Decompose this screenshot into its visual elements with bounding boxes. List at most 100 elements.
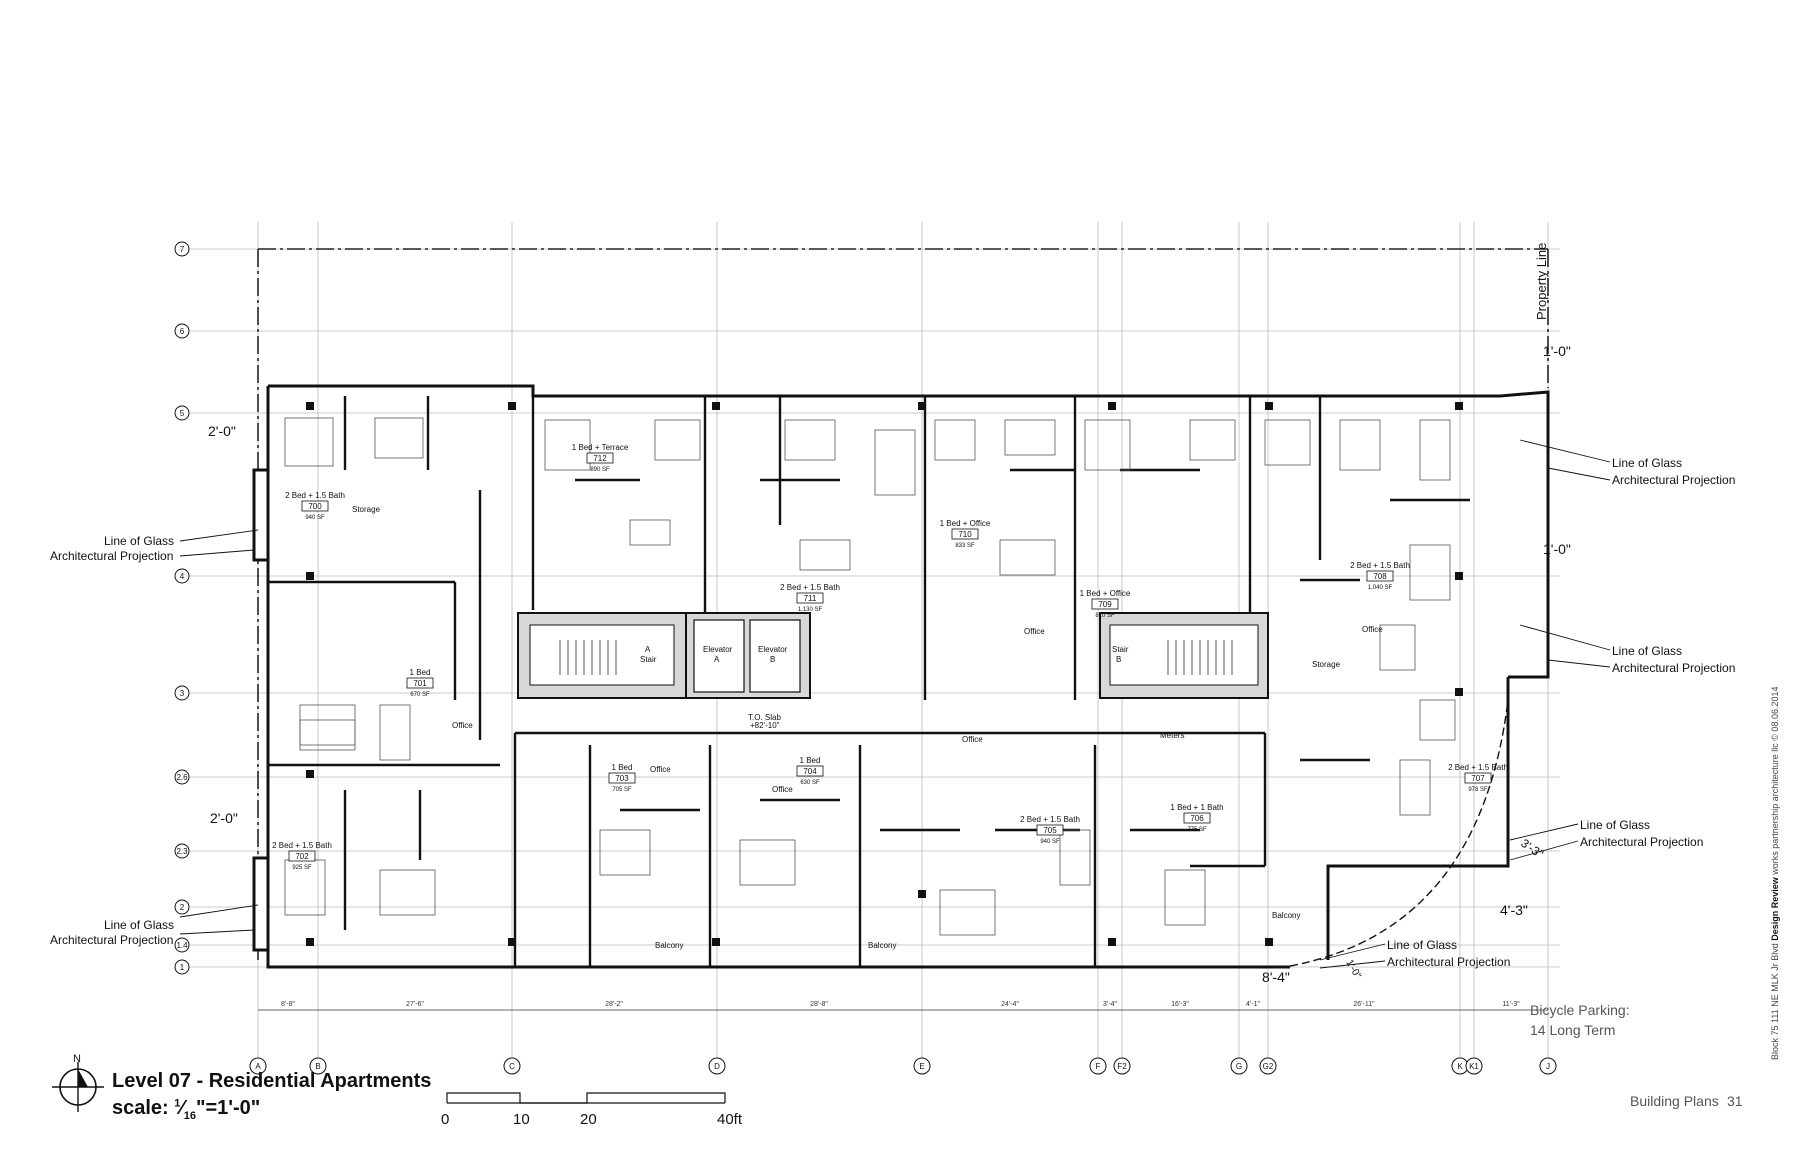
bottom-dimension-label: 3'-4" <box>1103 1001 1117 1008</box>
unit-type: 1 Bed + Office <box>940 519 991 528</box>
storage-label-east: Storage <box>1312 660 1341 669</box>
glass-label-right-1: Line of Glass <box>1612 456 1682 470</box>
row-bubble <box>174 241 190 257</box>
unit-number-box <box>1036 824 1064 836</box>
scale-bar-0: 0 <box>441 1111 449 1128</box>
elevator-a-label: Elevator <box>703 645 733 654</box>
balcony-label-706: Balcony <box>1272 911 1300 920</box>
unit-number: 704 <box>803 767 817 776</box>
column-bubble <box>708 1057 726 1075</box>
office-label-710: Office <box>1024 627 1045 636</box>
unit-type: 1 Bed + 1 Bath <box>1170 803 1223 812</box>
unit-number-box <box>406 677 434 689</box>
glass-label-right-3: Line of Glass <box>1580 818 1650 832</box>
elevator-b-label: Elevator <box>758 645 788 654</box>
row-bubble-label: 2.6 <box>176 773 188 782</box>
elevator-b-letter: B <box>770 655 775 664</box>
unit-area: 775 SF <box>1187 827 1207 833</box>
north-arrow-icon: N <box>52 1053 104 1112</box>
unit-number-box <box>288 850 316 862</box>
row-bubble <box>174 405 190 421</box>
unit-type: 1 Bed <box>410 668 431 677</box>
unit-number: 703 <box>615 774 629 783</box>
bottom-dimension-label: 27'-6" <box>406 1001 424 1008</box>
office-label-705: Office <box>962 735 983 744</box>
dim-right-1: 1'-0" <box>1543 343 1571 359</box>
scale-bar: 0 10 20 40ft <box>441 1092 743 1128</box>
unit-walls <box>268 396 1470 967</box>
bottom-dimension-label: 16'-3" <box>1171 1001 1189 1008</box>
dim-corner: 3'-3" <box>1518 836 1546 861</box>
projection-label-bottom: Architectural Projection <box>1387 955 1510 969</box>
page-number: 31 <box>1727 1093 1743 1109</box>
scale-prefix: scale: <box>112 1097 175 1119</box>
unit-area: 890 SF <box>590 467 610 473</box>
row-bubble <box>174 769 190 785</box>
unit-area: 940 SF <box>1040 839 1060 845</box>
unit-number: 701 <box>413 679 427 688</box>
glass-label-left-top: Line of Glass <box>104 534 174 548</box>
unit-number: 705 <box>1043 826 1057 835</box>
bottom-dimension-label: 24'-4" <box>1001 1001 1019 1008</box>
bottom-dimension-label: 8'-8" <box>281 1001 295 1008</box>
row-bubble-label: 2 <box>180 903 185 912</box>
column-bubble <box>503 1057 521 1075</box>
projection-label-left-bottom: Architectural Projection <box>50 933 173 947</box>
bottom-dimension-label: 28'-8" <box>810 1001 828 1008</box>
column-bubble-label: F2 <box>1117 1062 1127 1071</box>
scale-den: 16 <box>183 1110 196 1122</box>
slab-elevation-value: +82'-10" <box>750 721 780 730</box>
unit-type: 2 Bed + 1.5 Bath <box>780 583 840 592</box>
column-bubble <box>1230 1057 1248 1075</box>
stair-b-letter: B <box>1116 655 1121 664</box>
row-bubble-label: 7 <box>180 245 185 254</box>
side-credit-project: Block 75 111 NE MLK Jr Blvd <box>1770 940 1780 1060</box>
drawing-scale: scale: 1⁄16"=1'-0" <box>112 1097 261 1122</box>
column-bubble-label: E <box>919 1062 924 1071</box>
grid-lines <box>190 222 1560 1060</box>
elevator-a-letter: A <box>714 655 720 664</box>
column-bubble-label: K <box>1457 1062 1463 1071</box>
column-bubble-label: J <box>1546 1062 1550 1071</box>
furniture <box>284 417 1456 936</box>
unit-area: 810 SF <box>1095 613 1115 619</box>
unit-number: 710 <box>958 530 972 539</box>
unit-area: 670 SF <box>410 692 430 698</box>
unit-number: 712 <box>593 454 607 463</box>
bottom-dimension-label: 4'-1" <box>1246 1001 1260 1008</box>
unit-area: 978 SF <box>1468 787 1488 793</box>
bottom-dimension-label: 26'-11" <box>1353 1001 1375 1008</box>
dim-left-bottom: 2'-0" <box>210 810 238 826</box>
bicycle-parking-line2: 14 Long Term <box>1530 1022 1616 1038</box>
footer-section: Building Plans <box>1630 1093 1719 1109</box>
unit-type: 2 Bed + 1.5 Bath <box>285 491 345 500</box>
scale-bar-40: 40ft <box>717 1111 743 1128</box>
scale-suffix: "=1'-0" <box>195 1097 261 1119</box>
row-bubble-label: 5 <box>180 409 185 418</box>
office-label-704: Office <box>772 785 793 794</box>
column-bubble-label: K1 <box>1469 1062 1479 1071</box>
unit-area: 940 SF <box>305 515 325 521</box>
unit-number-box <box>1091 598 1119 610</box>
column-bubble <box>1089 1057 1107 1075</box>
office-label-708: Office <box>1362 625 1383 634</box>
balcony-label-705: Balcony <box>868 941 896 950</box>
drawing-title: Level 07 - Residential Apartments <box>112 1070 432 1092</box>
column-bubble-label: D <box>714 1062 720 1071</box>
building-outline <box>252 384 1550 969</box>
unit-number-box <box>1183 812 1211 824</box>
unit-number: 711 <box>804 594 817 603</box>
unit-number-box <box>796 592 824 604</box>
callout-texts: 2'-0" 2'-0" 1'-0" 1'-0" 4'-3" 8'-4" 3'-3… <box>208 343 1571 985</box>
balcony-label-703: Balcony <box>655 941 683 950</box>
projection-label-right-2: Architectural Projection <box>1612 661 1735 675</box>
row-bubble-label: 1.4 <box>176 941 188 950</box>
glass-label-right-2: Line of Glass <box>1612 644 1682 658</box>
stair-a-label-bottom: Stair <box>640 655 657 664</box>
scale-bar-10: 10 <box>513 1111 530 1128</box>
scale-num: 1 <box>174 1097 181 1110</box>
unit-type: 2 Bed + 1.5 Bath <box>1020 815 1080 824</box>
unit-number: 709 <box>1098 600 1112 609</box>
